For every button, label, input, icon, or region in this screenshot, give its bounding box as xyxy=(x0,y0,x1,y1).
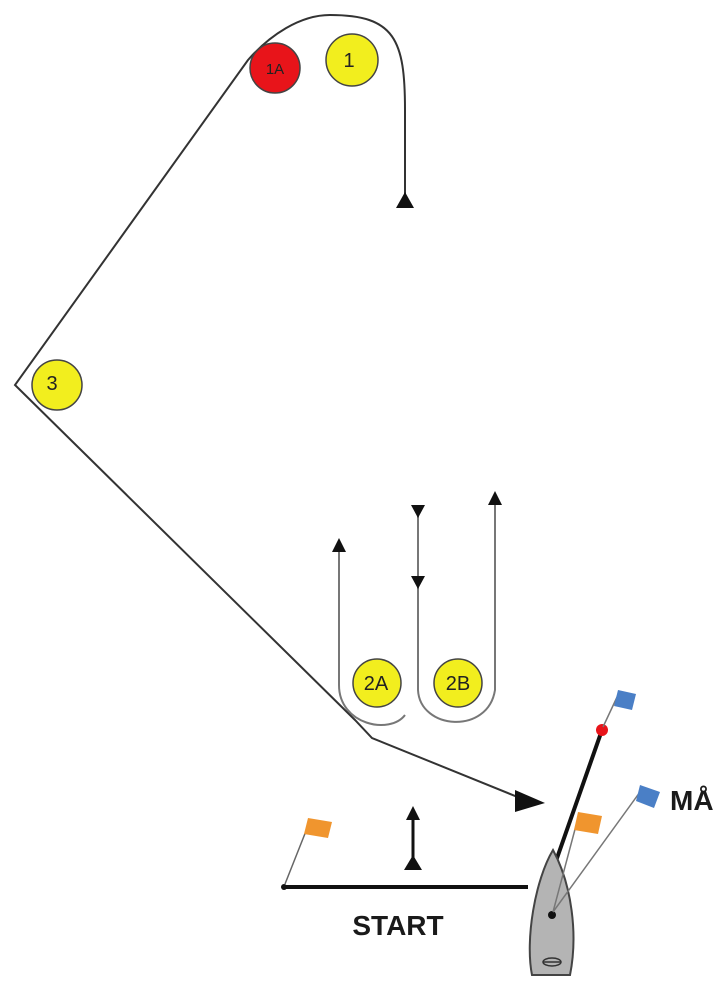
start-upwind-arrowhead xyxy=(406,806,420,820)
course-start-arrow xyxy=(396,192,414,208)
start-flag-pole-boat xyxy=(552,817,579,913)
start-upwind-triangle xyxy=(404,855,422,870)
mark-1a: 1A xyxy=(249,42,301,94)
finish-line xyxy=(548,729,604,879)
committee-boat xyxy=(528,785,660,976)
start-flag-icon xyxy=(304,818,332,838)
mark-2a-buoy xyxy=(352,658,402,708)
finish-label: MÅL xyxy=(670,785,715,816)
mark-3-label: 3 xyxy=(46,373,57,395)
mark-2b: 2B xyxy=(433,658,483,708)
gate-arrows xyxy=(332,491,502,589)
start-flag-boat-icon xyxy=(574,812,602,834)
mark-3: 3 xyxy=(31,359,83,411)
start-pin xyxy=(281,884,287,890)
mark-1-buoy xyxy=(325,33,379,87)
finish-approach-arrow xyxy=(515,790,545,812)
start-flag-pole xyxy=(284,825,309,885)
route-2b-arrowhead xyxy=(488,491,502,505)
mark-2a: 2A xyxy=(352,658,402,708)
mark-1a-label: 1A xyxy=(266,61,284,78)
route-2a-left xyxy=(338,545,406,726)
course-line xyxy=(13,13,526,801)
center-arrow-mid xyxy=(411,576,425,589)
finish-flag-pole-boat xyxy=(552,791,641,913)
center-arrow-top xyxy=(411,505,425,518)
mark-3-buoy xyxy=(31,359,83,411)
mark-2b-buoy xyxy=(433,658,483,708)
finish-pin-red xyxy=(596,724,608,736)
mark-2a-label: 2A xyxy=(364,673,389,695)
mark-1: 1 xyxy=(325,33,379,87)
mark-1-label: 1 xyxy=(343,50,354,72)
start-label: START xyxy=(352,910,443,941)
committee-boat-mast xyxy=(548,911,556,919)
finish-flag-top-icon xyxy=(614,690,636,710)
gate-routes xyxy=(338,500,496,726)
route-2a-arrowhead xyxy=(332,538,346,552)
mark-1a-buoy xyxy=(249,42,301,94)
route-gate-center xyxy=(417,500,496,723)
finish-flag-boat-icon xyxy=(636,785,660,808)
mark-2b-label: 2B xyxy=(446,673,470,695)
